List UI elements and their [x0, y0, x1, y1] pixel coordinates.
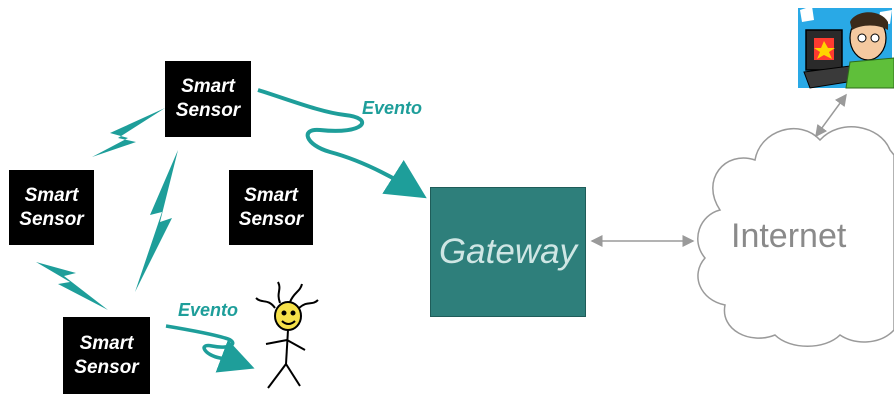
event-label-top: Evento	[362, 98, 423, 118]
sensor-label-line2: Sensor	[19, 208, 84, 230]
sensor-label-line2: Sensor	[74, 356, 139, 378]
internet-cloud	[697, 126, 894, 347]
wireless-link-bolt	[135, 150, 178, 292]
sensor-label-line1: Smart	[181, 76, 235, 97]
person-stick-figure-icon	[255, 281, 319, 389]
smart-sensor-top: Smart Sensor	[165, 61, 251, 137]
event-arrow	[165, 324, 255, 373]
computer-user-icon	[798, 6, 894, 89]
event-label-bottom: Evento	[178, 300, 239, 320]
sensor-label-line2: Sensor	[175, 100, 241, 121]
internet-user-link	[815, 93, 847, 138]
smart-sensor-left: Smart Sensor	[9, 170, 94, 245]
gateway-box: Gateway	[430, 187, 586, 317]
sensor-label-line1: Smart	[24, 184, 79, 206]
event-arrow	[257, 88, 427, 199]
sensor-label-line1: Smart	[244, 184, 298, 206]
smart-sensor-middle: Smart Sensor	[229, 170, 313, 245]
gateway-label: Gateway	[438, 232, 578, 271]
smart-sensor-bottom: Smart Sensor	[63, 317, 150, 394]
sensor-label-line1: Smart	[79, 332, 134, 354]
internet-label: Internet	[731, 217, 847, 255]
wireless-link-bolt	[36, 262, 108, 310]
wireless-link-bolt	[92, 108, 165, 157]
sensor-label-line2: Sensor	[238, 208, 304, 230]
